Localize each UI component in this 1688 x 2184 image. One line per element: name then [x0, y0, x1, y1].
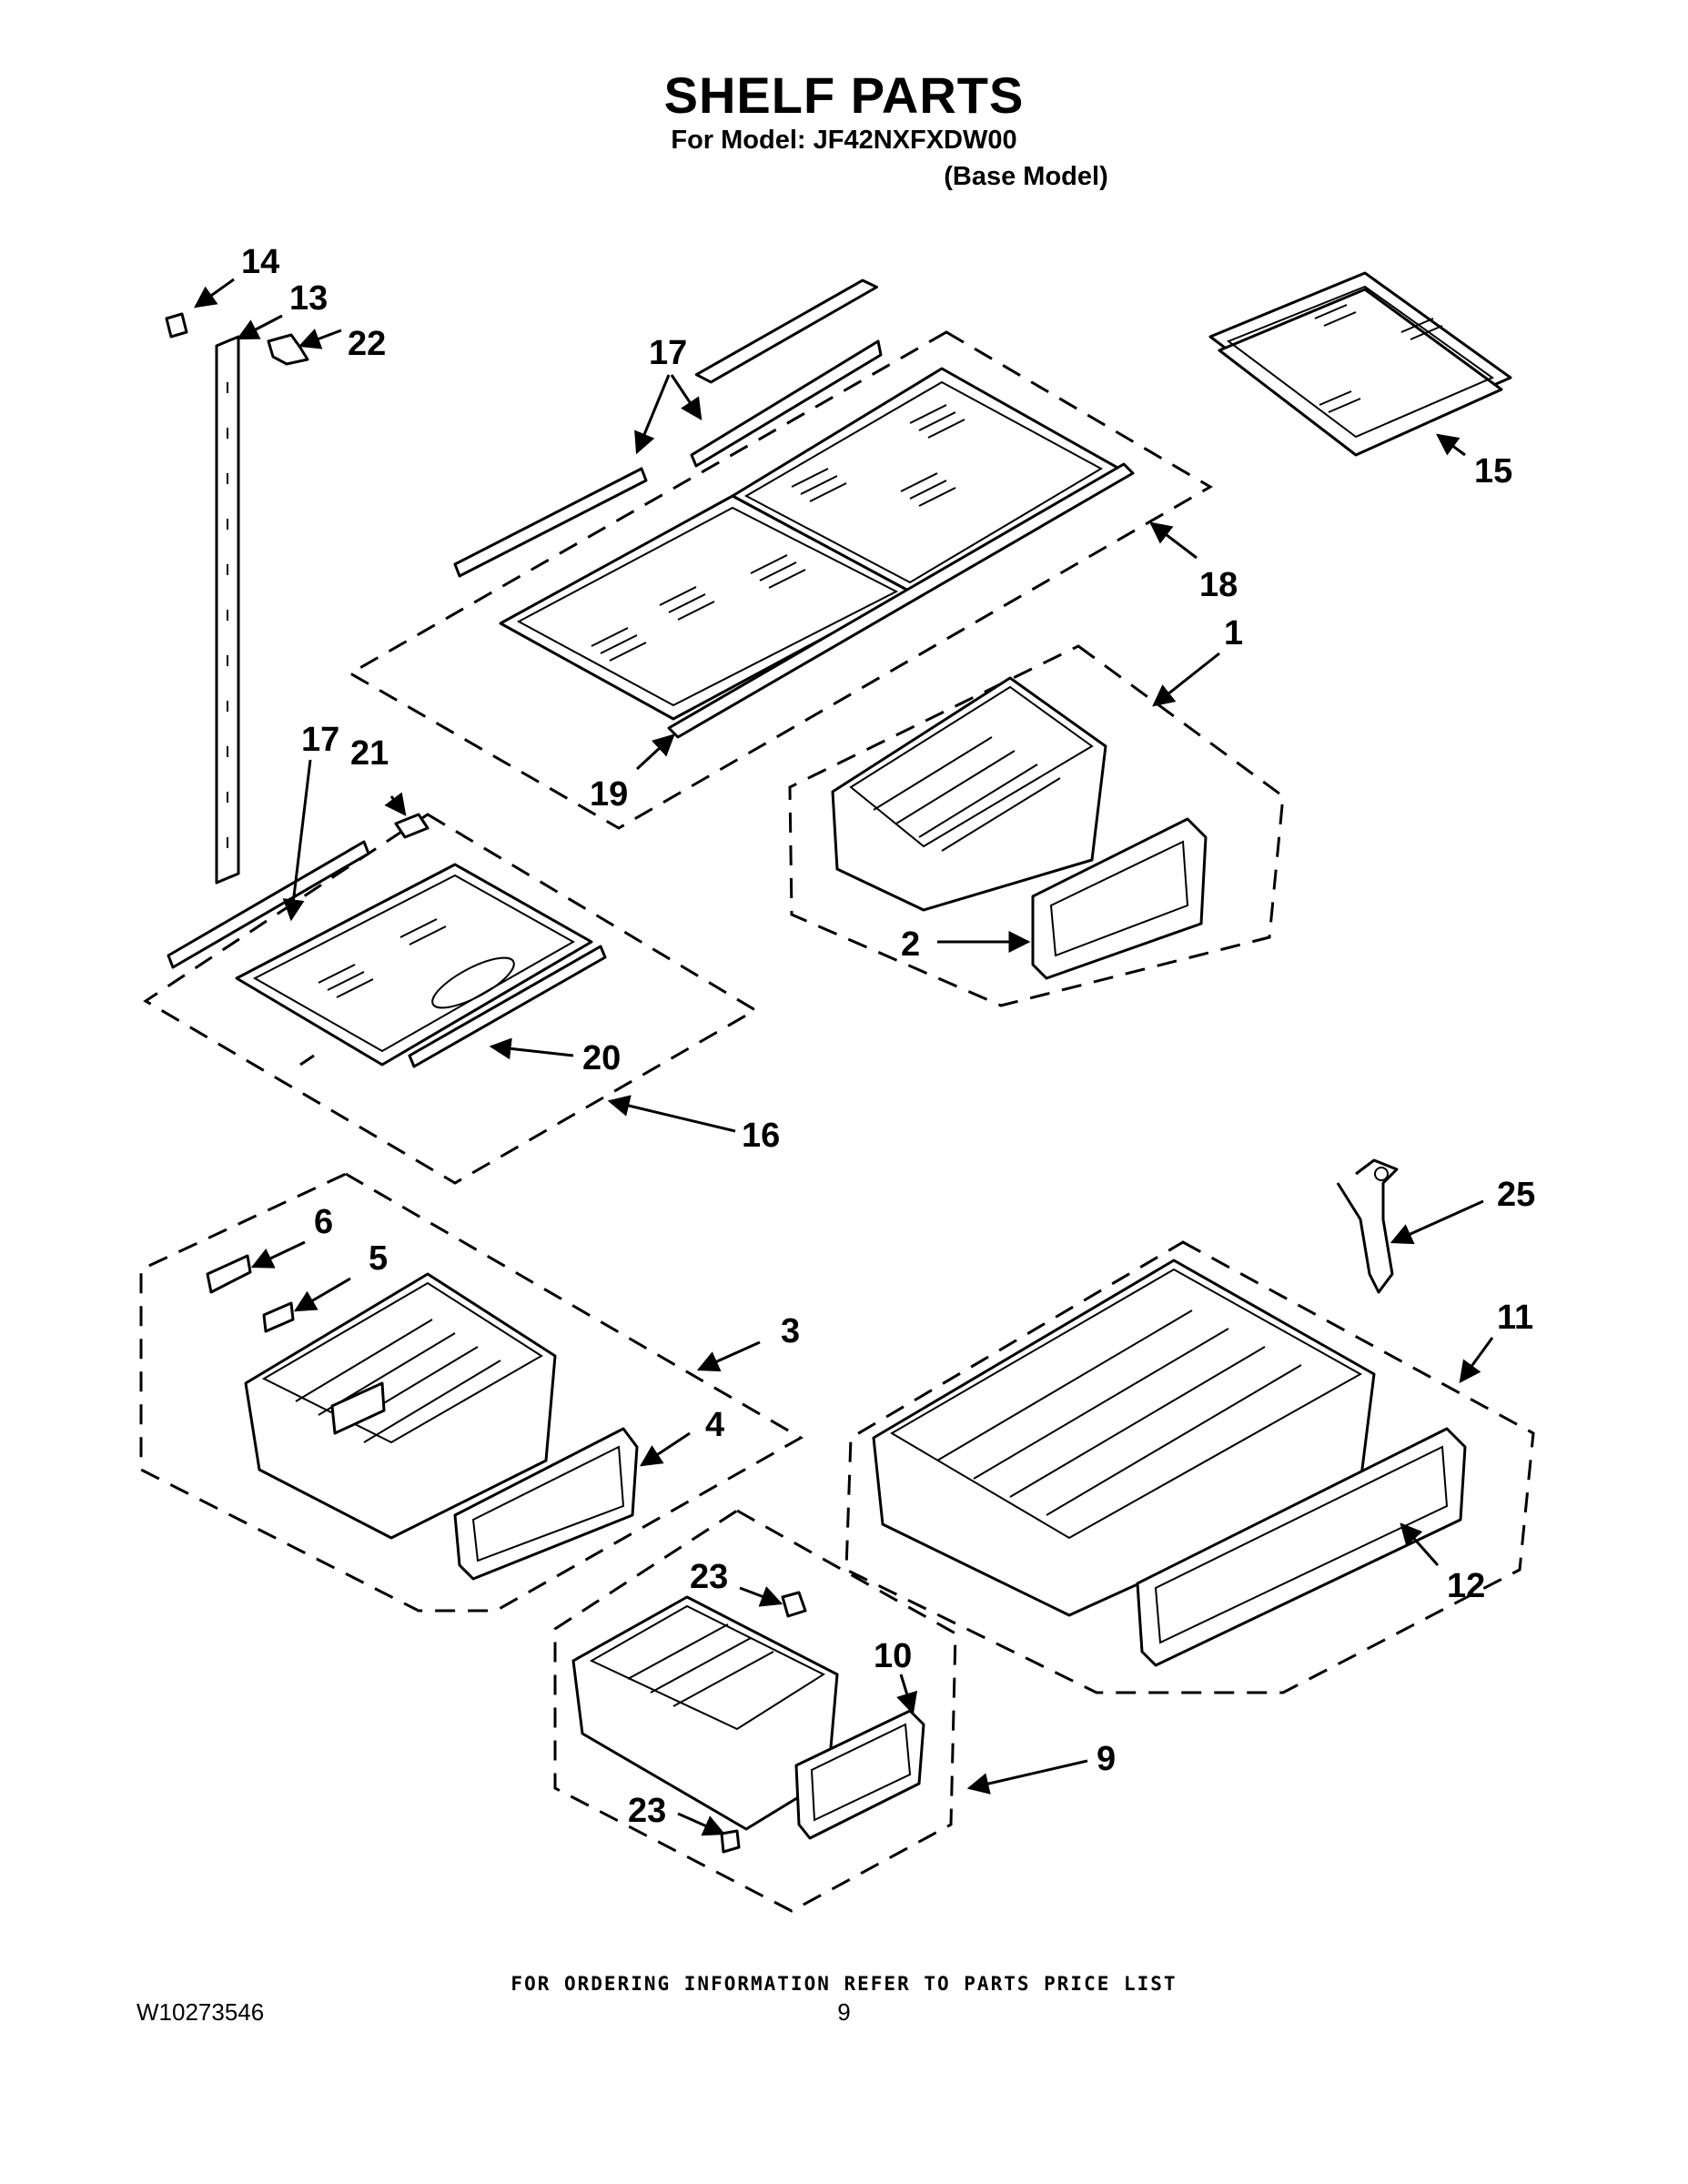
base-model-line: (Base Model) [944, 162, 1108, 191]
callout-23-upper: 23 [690, 1558, 728, 1596]
callout-2: 2 [901, 925, 920, 964]
bracket [1336, 1158, 1399, 1294]
callout-14: 14 [241, 243, 279, 281]
callout-19: 19 [590, 775, 628, 814]
callout-20: 20 [582, 1039, 621, 1077]
callout-21: 21 [350, 734, 389, 773]
large-drawer-11 [844, 1240, 1535, 1694]
callout-labels: 14 13 22 17 17 15 18 1 19 21 2 20 16 6 5… [241, 243, 1535, 1830]
callout-17-lower: 17 [301, 721, 339, 759]
callout-22: 22 [348, 325, 386, 363]
page-number: 9 [837, 1998, 851, 2026]
callout-10: 10 [874, 1637, 912, 1675]
callout-15: 15 [1474, 452, 1512, 490]
page-title: SHELF PARTS [663, 66, 1025, 124]
upper-shelf-assembly [347, 278, 1213, 830]
callout-18: 18 [1199, 566, 1238, 604]
callout-4: 4 [705, 1406, 724, 1444]
small-shelf [1208, 271, 1512, 457]
ordering-note: FOR ORDERING INFORMATION REFER TO PARTS … [510, 1973, 1178, 1995]
small-drawer-9 [553, 1509, 957, 1913]
callout-11: 11 [1497, 1299, 1533, 1337]
crisper-drawer-1 [788, 644, 1285, 1007]
callout-6: 6 [314, 1203, 333, 1241]
callout-9: 9 [1097, 1740, 1116, 1778]
callout-23-lower: 23 [628, 1792, 666, 1830]
callout-3: 3 [781, 1312, 800, 1350]
callout-1: 1 [1224, 614, 1243, 652]
callout-5: 5 [369, 1239, 388, 1278]
leader-lines [194, 278, 1494, 1836]
callout-13: 13 [289, 279, 328, 318]
deli-drawer-3 [139, 1172, 804, 1613]
callout-25: 25 [1497, 1176, 1535, 1214]
callout-17-upper: 17 [649, 334, 687, 372]
lower-shelf-assembly [143, 813, 758, 1185]
callout-16: 16 [742, 1117, 780, 1155]
document-id: W10273546 [136, 1998, 265, 2026]
vertical-rail [165, 312, 309, 885]
callout-12: 12 [1447, 1567, 1485, 1605]
model-line: For Model: JF42NXFXDW00 [671, 126, 1017, 155]
